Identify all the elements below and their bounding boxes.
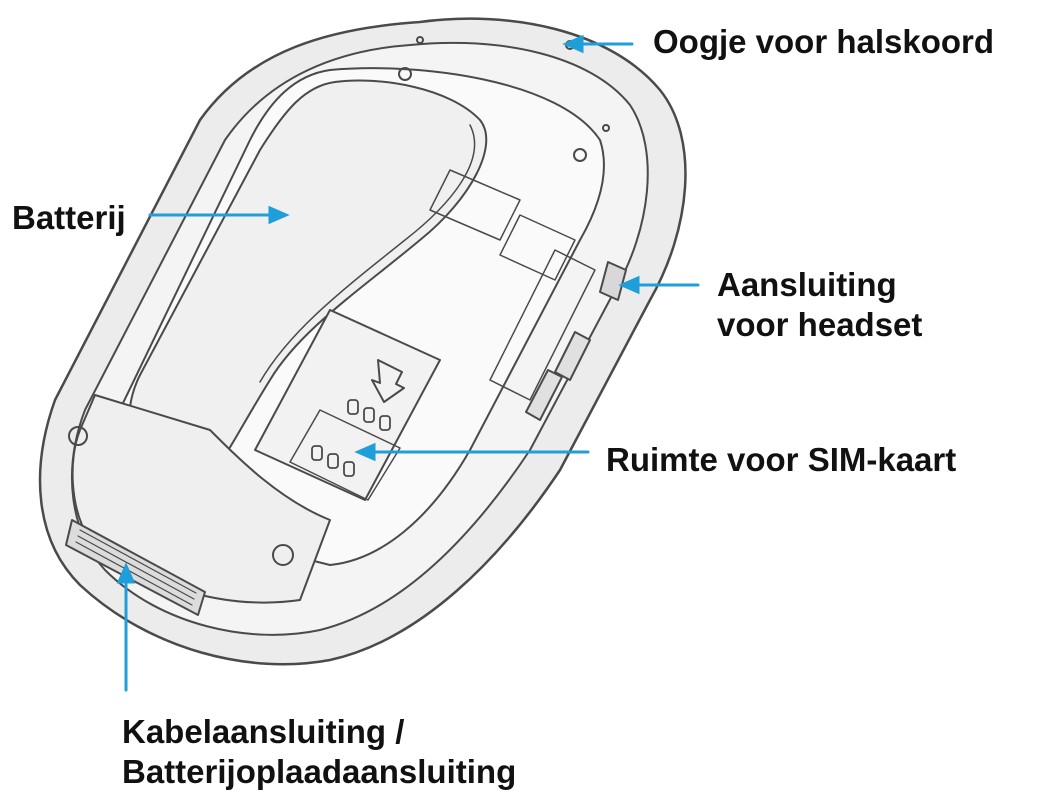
label-headset-jack-line1: Aansluiting xyxy=(717,266,897,303)
screw-top-right xyxy=(573,148,587,162)
sim-slot-frame xyxy=(289,409,401,501)
sim-arrow-shape xyxy=(371,359,405,403)
board-rect-2 xyxy=(499,214,576,281)
phone-body xyxy=(38,17,687,666)
label-sim-slot: Ruimte voor SIM-kaart xyxy=(606,441,957,478)
board-rect-1 xyxy=(429,169,521,241)
arrow-headset xyxy=(618,275,700,295)
label-cable-connector-line1: Kabelaansluiting / xyxy=(122,713,405,750)
screw-top-left xyxy=(398,67,412,81)
screw-left xyxy=(68,426,88,446)
cable-connector-pins xyxy=(75,529,197,606)
label-headset-jack: Aansluiting voor headset xyxy=(717,265,922,345)
label-cable-connector-line2: Batterijoplaadaansluiting xyxy=(122,753,517,790)
label-battery: Batterij xyxy=(12,199,126,236)
label-neck-strap-eyelet: Oogje voor halskoord xyxy=(653,23,995,60)
arrow-neck-strap xyxy=(562,34,634,54)
label-cable-connector: Kabelaansluiting / Batterijoplaadaanslui… xyxy=(122,712,516,792)
right-hole xyxy=(602,124,610,132)
connector-strip xyxy=(489,249,596,401)
arrow-sim xyxy=(354,442,590,462)
battery-edge-line xyxy=(259,124,476,383)
arrow-cable xyxy=(116,562,136,692)
callout-arrows xyxy=(116,34,700,692)
screw-bottom xyxy=(272,544,294,566)
top-hole xyxy=(416,36,424,44)
side-button-upper xyxy=(554,331,591,381)
sim-contacts xyxy=(311,399,391,477)
arrow-battery xyxy=(148,205,290,225)
lower-cover xyxy=(71,394,331,604)
label-headset-jack-line2: voor headset xyxy=(717,306,923,343)
headset-jack xyxy=(599,261,627,301)
side-button-lower xyxy=(525,369,563,421)
battery-pack xyxy=(128,79,488,471)
